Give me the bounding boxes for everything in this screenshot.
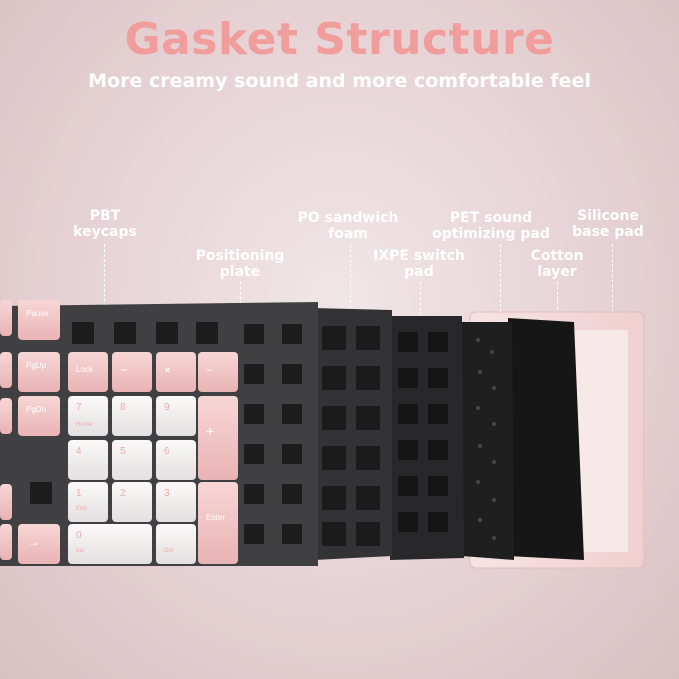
ixpe-layer	[388, 316, 464, 560]
key-8: 8	[120, 402, 126, 413]
key-minus: −	[120, 363, 127, 377]
leader-keycaps	[104, 244, 106, 356]
key-9: 9	[164, 402, 170, 413]
key-enter: Enter	[206, 513, 225, 522]
leader-foam	[350, 244, 352, 308]
key-end: End	[76, 506, 87, 512]
leader-ixpe	[420, 282, 422, 346]
key-del: Del	[164, 548, 173, 554]
key-6: 6	[164, 446, 170, 457]
key-2: 2	[120, 488, 126, 499]
key-lock: Lock	[76, 365, 94, 374]
key-ins: Ins	[76, 548, 84, 554]
key-times: ×	[164, 363, 171, 377]
key-pause: Pause	[26, 309, 49, 318]
key-arrow: →	[28, 535, 40, 549]
key-dash: −	[206, 363, 213, 377]
key-pgup: PgUp	[26, 361, 47, 370]
key-7: 7	[76, 402, 82, 413]
cotton-layer	[508, 318, 584, 560]
keycaps-layer	[0, 300, 238, 564]
leader-pet	[500, 244, 502, 332]
key-plus: +	[206, 423, 214, 439]
pet-pad-layer	[460, 322, 514, 560]
key-5: 5	[120, 446, 126, 457]
leader-silicone	[612, 244, 614, 338]
key-3: 3	[164, 488, 170, 499]
key-0: 0	[76, 530, 82, 541]
key-1: 1	[76, 488, 82, 499]
key-pgdn: PgDn	[26, 405, 46, 414]
key-home: Home	[76, 422, 93, 428]
page-title: Gasket Structure	[124, 14, 555, 65]
page-subtitle: More creamy sound and more comfortable f…	[88, 70, 591, 92]
foam-layer	[312, 308, 392, 560]
key-4: 4	[76, 446, 82, 457]
